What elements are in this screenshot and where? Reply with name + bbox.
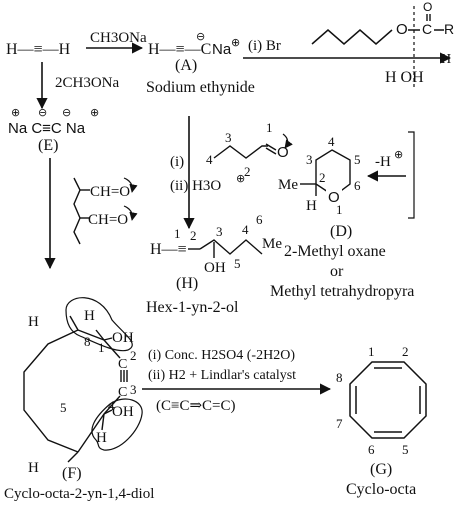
F-num-3: 3 [130, 382, 137, 397]
name-sodium-ethynide: Sodium ethynide [146, 79, 255, 96]
label-F: (F) [62, 465, 82, 482]
c-charge-2: ⊖ [62, 107, 71, 119]
F-OH1: OH [112, 330, 134, 346]
H-num-5: 5 [234, 256, 241, 271]
label-E: (E) [38, 137, 58, 154]
hydrolysis-label: H OH [385, 69, 424, 86]
F-H4: H [96, 430, 107, 446]
oxane-oxygen: O [328, 189, 340, 206]
ester-R: R [444, 21, 454, 37]
elimination-loop-bottom [91, 398, 143, 451]
H-num-2: 2 [190, 228, 197, 243]
name-cyclooctynediol: Cyclo-octa-2-yn-1,4-diol [4, 486, 154, 502]
G-num-6: 6 [368, 442, 375, 457]
dialdehyde-chain [73, 177, 81, 245]
na-charge-1: ⊕ [11, 107, 20, 119]
step-ii-acid: (ii) H3O [170, 178, 221, 194]
G-num-1: 1 [368, 344, 375, 359]
H-num-6: 6 [256, 212, 263, 227]
G-num-5: 5 [402, 442, 409, 457]
dialdehyde-top: CH=O [90, 184, 130, 200]
proton-charge: ⊕ [394, 149, 403, 161]
acid-charge: ⊕ [236, 173, 245, 185]
H-num-4: 4 [242, 222, 249, 237]
F-num-8: 8 [84, 334, 91, 349]
cyclooctyne-ring-left [23, 329, 79, 453]
curved-arrow-1 [123, 177, 138, 193]
name-methyl-tetrahydropyran: Methyl tetrahydropyra [270, 283, 414, 300]
hexynol-OH: OH [204, 260, 226, 276]
D-num-4: 4 [328, 134, 335, 149]
sodium-charge: ⊕ [231, 37, 240, 49]
F-num-5: 5 [60, 400, 67, 415]
H-num-3: 3 [216, 224, 223, 239]
D-num-1: 1 [336, 202, 343, 217]
butanal-chain [213, 145, 268, 159]
F-OH4: OH [112, 404, 134, 420]
sodium-ethynide-formula: H—≡—C [148, 41, 211, 58]
loss-of-proton: -H [375, 154, 391, 170]
F-C2: C [118, 357, 127, 372]
label-A: (A) [175, 57, 197, 74]
alkyne-to-alkene: (C≡C⇒C=C) [156, 398, 236, 414]
hexynol-chain [199, 239, 263, 255]
na-charge-2: ⊕ [90, 107, 99, 119]
D-num-5: 5 [354, 152, 361, 167]
F-H-left-bottom: H [28, 460, 39, 476]
label-G: (G) [370, 461, 392, 478]
disodium-acetylide: Na C≡C Na [8, 120, 86, 137]
carbanion-charge: ⊖ [196, 31, 205, 43]
sodium-counterion: Na [212, 41, 232, 58]
name-or: or [330, 263, 344, 280]
cut-off-H: H [441, 52, 451, 67]
carbonyl-oxygen: O [423, 0, 432, 14]
name-hex-1-yn-2-ol: Hex-1-yn-2-ol [146, 299, 239, 316]
ester-carbon: C [422, 21, 432, 37]
D-num-6: 6 [354, 178, 361, 193]
elimination-loop-top [65, 297, 133, 352]
F-num-2: 2 [130, 348, 137, 363]
ester-oxygen: O [396, 21, 408, 38]
curved-arrow-carbonyl [282, 133, 293, 149]
butanal-num-1: 1 [266, 120, 273, 135]
c-charge-1: ⊖ [38, 107, 47, 119]
butanal-num-3: 3 [225, 130, 232, 145]
reagent-ch3ona: CH3ONa [90, 30, 147, 46]
cyclooctatetraene-ring [349, 361, 427, 439]
hexynol-Me: Me [262, 236, 282, 252]
reagent-h2so4: (i) Conc. H2SO4 (-2H2O) [148, 348, 295, 363]
H-num-1: 1 [174, 226, 181, 241]
dialdehyde-bottom: CH=O [88, 212, 128, 228]
G-num-8: 8 [336, 370, 343, 385]
F-C3: C [118, 385, 127, 400]
acetylene: H—≡—H [6, 41, 71, 58]
oxane-H: H [306, 198, 317, 214]
aldehyde-oxygen: O [277, 144, 289, 161]
butyl-chain [311, 29, 393, 45]
label-H: (H) [176, 275, 198, 292]
bracket [408, 131, 415, 219]
oxane-Me: Me [278, 177, 298, 193]
step-i-middle: (i) [170, 154, 184, 170]
step-i-bromide: (i) Br [248, 38, 281, 54]
F-H8: H [84, 308, 95, 324]
curved-arrow-2 [123, 205, 138, 221]
reagent-lindlar: (ii) H2 + Lindlar's catalyst [148, 368, 296, 383]
F-num-1: 1 [98, 340, 105, 355]
label-D: (D) [330, 223, 352, 240]
name-2-methyl-oxane: 2-Methyl oxane [284, 243, 386, 260]
D-num-3: 3 [306, 152, 313, 167]
butanal-num-4: 4 [206, 152, 213, 167]
name-cyclo-octa: Cyclo-octa [346, 481, 416, 498]
butanal-num-2: 2 [244, 164, 251, 179]
F-num-4: 4 [108, 398, 115, 413]
reagent-2ch3ona: 2CH3ONa [55, 75, 120, 91]
G-num-2: 2 [402, 344, 409, 359]
F-H-left-top: H [28, 314, 39, 330]
G-num-7: 7 [336, 416, 343, 431]
D-num-2: 2 [319, 170, 326, 185]
product-H-terminal: H—≡ [150, 241, 187, 258]
